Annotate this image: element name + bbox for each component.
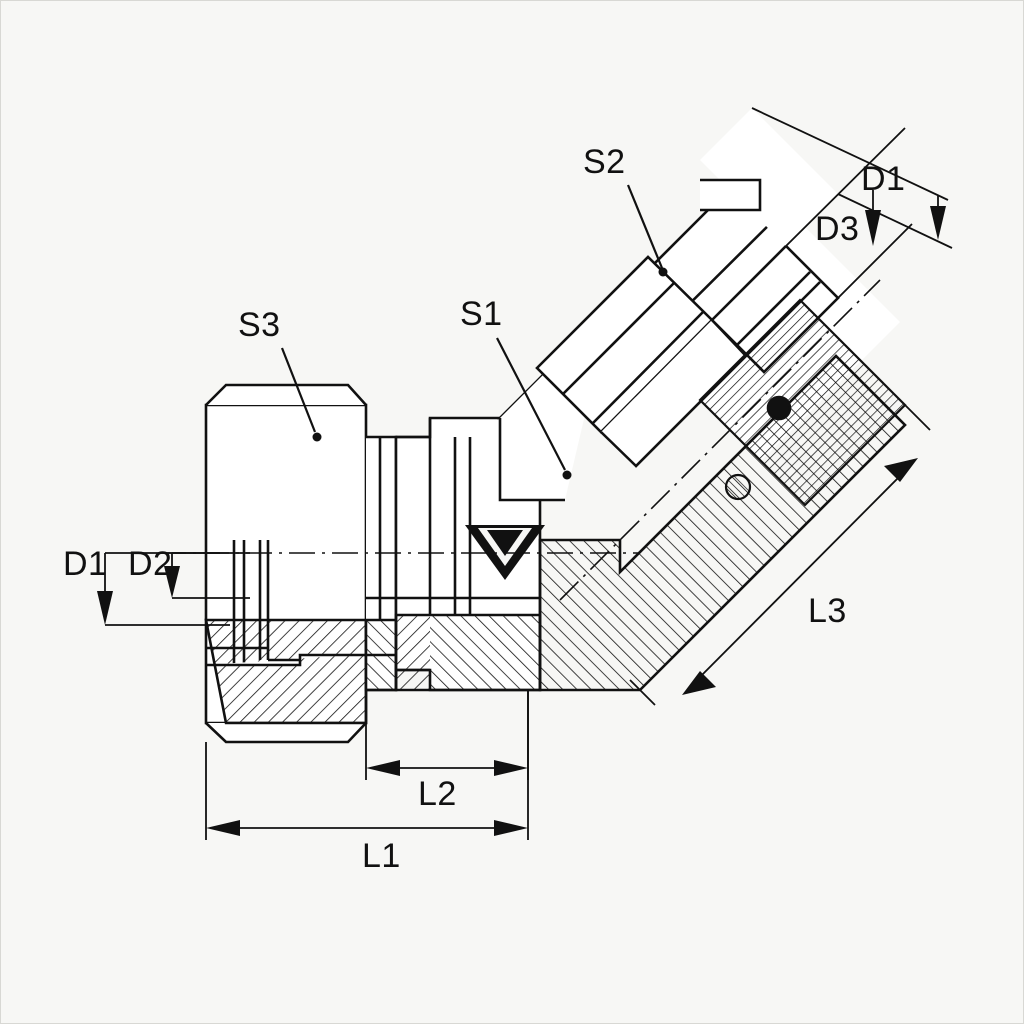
seal-ring-lower (724, 473, 752, 501)
branch-nose-step (700, 178, 762, 212)
dimension-lines-group (97, 107, 953, 840)
dimension-label-l3: L3 (808, 592, 847, 630)
branch-bore-hatch (700, 300, 905, 505)
dimension-label-d1-top: D1 (861, 160, 906, 198)
leader-dot-s1 (562, 470, 572, 480)
ext-l3-upper (904, 404, 931, 431)
leader-s1 (496, 337, 566, 471)
arrow-d2 (164, 566, 180, 598)
hex-body-hatch-left (396, 615, 430, 690)
fitting-body-group (204, 108, 907, 744)
centerlines-group (160, 279, 881, 601)
ext-l3-lower (629, 679, 656, 706)
arrow-l2-left (366, 760, 400, 776)
branch-hex-edge-1 (562, 282, 675, 395)
leader-dot-s3 (312, 432, 322, 442)
arrow-d3 (865, 210, 881, 246)
section-marker-v-core (487, 530, 523, 556)
leader-s3 (280, 347, 317, 433)
dimension-label-s2: S2 (583, 143, 626, 181)
arrow-l3-upper (884, 458, 918, 482)
arrow-l1-left (206, 820, 240, 836)
centerline-diagonal (559, 279, 881, 601)
ext-d1-top-inner (837, 193, 953, 249)
seal-dot-upper (766, 395, 792, 421)
swivel-nut-hatch (206, 620, 366, 723)
leader-s2 (626, 184, 664, 269)
dimension-label-s1: S1 (460, 295, 503, 333)
branch-hex-edge-2 (591, 311, 704, 425)
branch-transition-edge (498, 418, 565, 502)
arrow-l3-lower (682, 671, 716, 695)
swivel-nut-top-chamfer (205, 383, 367, 406)
arrow-d1-top (930, 206, 946, 240)
ext-d1-top-outer (751, 107, 949, 201)
branch-nose-fill (700, 108, 838, 246)
arrow-l1-right (494, 820, 528, 836)
ext-d3-upper (785, 127, 906, 247)
swivel-nut-bottom-chamfer (205, 722, 367, 744)
dimension-label-d3: D3 (815, 210, 860, 248)
leader-lines-group (280, 184, 668, 480)
ext-d3-lower (837, 223, 913, 299)
leader-dot-s2 (658, 267, 668, 277)
dimension-label-d2: D2 (128, 545, 173, 583)
branch-thread-line-2 (735, 271, 811, 347)
dimension-label-l1: L1 (362, 837, 401, 875)
dim-line-l3 (691, 467, 909, 686)
dimension-label-d1-left: D1 (63, 545, 108, 583)
arrow-d1-left (97, 591, 113, 625)
dimension-label-l2: L2 (418, 775, 457, 813)
dimension-label-s3: S3 (238, 306, 281, 344)
hex-body-hatch-right (430, 615, 540, 690)
arrow-l2-right (494, 760, 528, 776)
